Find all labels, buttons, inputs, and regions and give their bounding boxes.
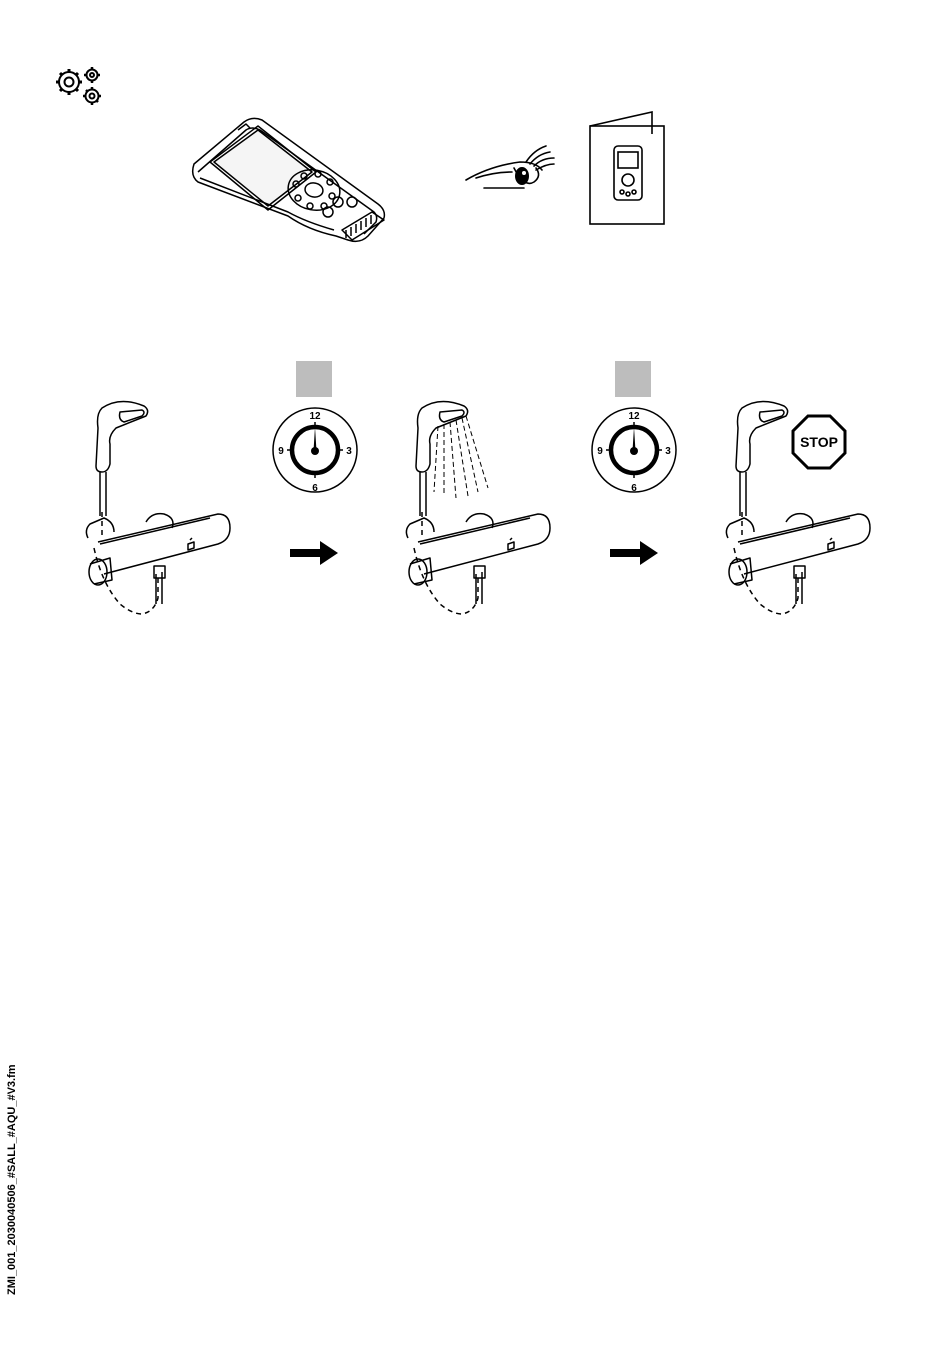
stop-sign-icon: STOP [791,414,847,470]
remote-control-icon [188,112,393,252]
clock-label-6: 6 [631,483,637,494]
clock-label-3: 3 [665,446,671,457]
manual-booklet-icon [588,110,666,226]
shower-faucet-icon [80,398,250,620]
clock-label-9: 9 [278,446,284,457]
clock-label-9: 9 [597,446,603,457]
image-placeholder-box [615,361,651,397]
clock-label-12: 12 [628,411,640,422]
footer-file-code: ZMI_001_2030040506_#SALL_#AQU_#V3.fm [6,1064,18,1295]
arrow-right-icon [610,540,660,566]
stop-label: STOP [800,434,838,450]
clock-icon: 12 3 6 9 [270,405,360,495]
image-placeholder-box [296,361,332,397]
clock-label-6: 6 [312,483,318,494]
shower-faucet-icon [400,398,570,620]
arrow-right-icon [290,540,340,566]
clock-icon: 12 3 6 9 [589,405,679,495]
gears-icon [52,64,110,108]
eye-icon [464,142,556,198]
clock-label-3: 3 [346,446,352,457]
clock-label-12: 12 [309,411,321,422]
